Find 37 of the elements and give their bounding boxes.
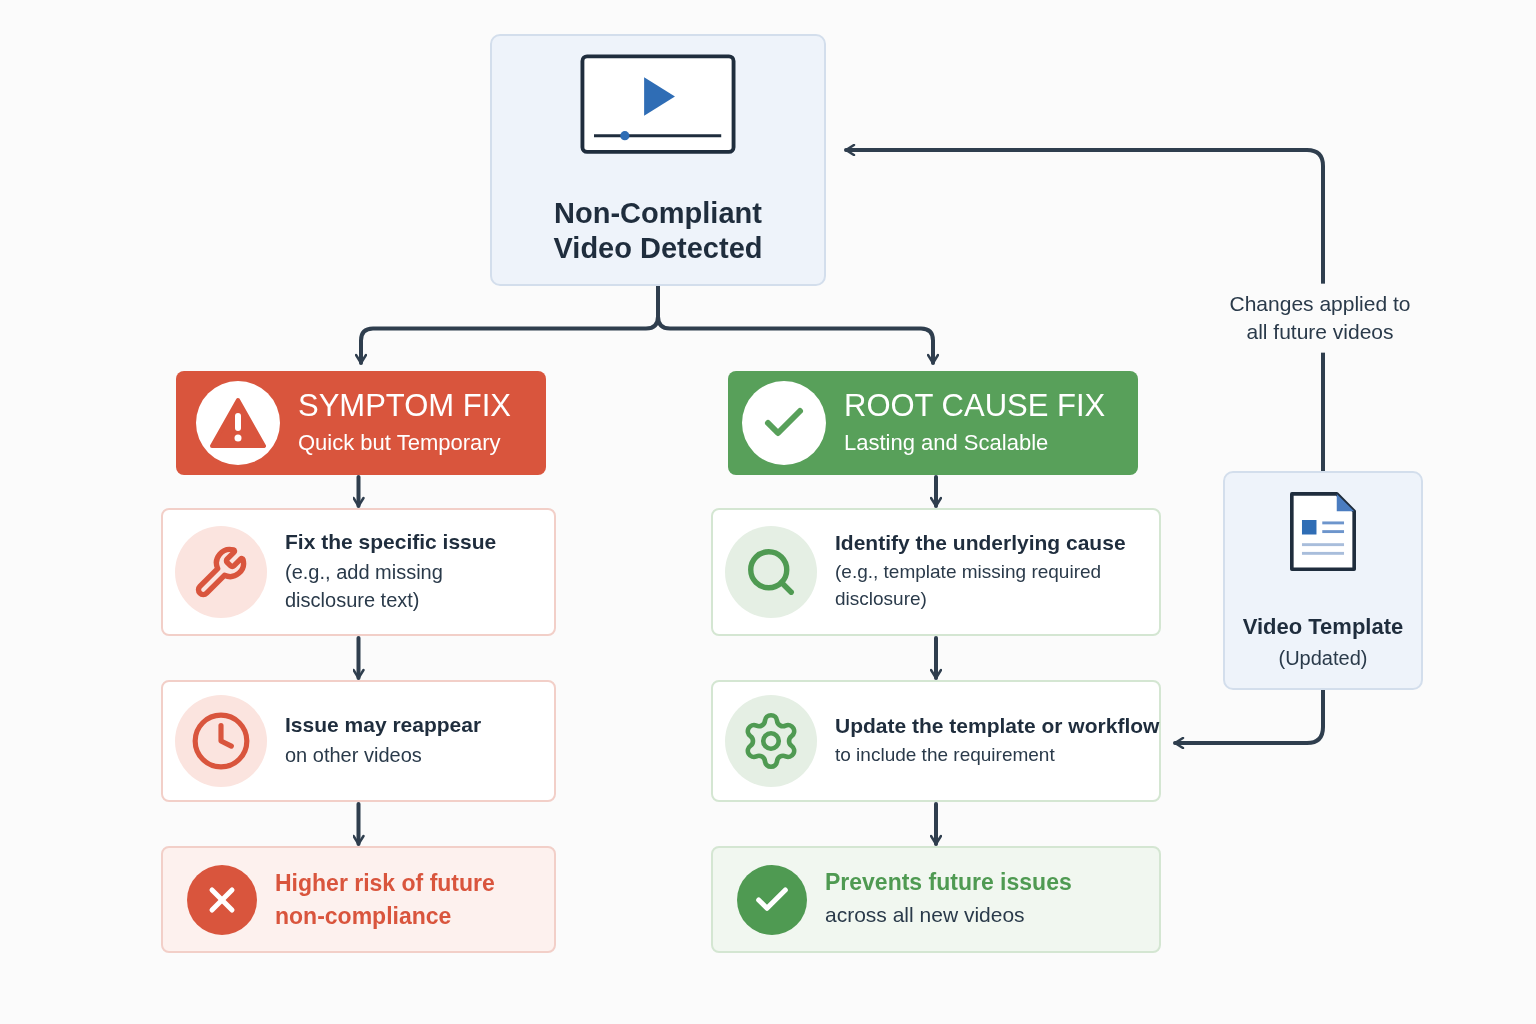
step-card [711, 680, 1161, 802]
header-title: SYMPTOM FIX [298, 387, 511, 424]
node-subtitle: to include the requirement [835, 742, 1056, 767]
node-subtitle: Lasting and Scalable [844, 428, 1049, 457]
node-subtitle: across all new videos [825, 902, 1025, 929]
arrow [352, 636, 365, 680]
arrow [1173, 688, 1325, 750]
arrow [929, 475, 943, 508]
step-title: Fix the specific issue [285, 530, 497, 554]
arrow [352, 475, 365, 508]
step-title: Issue may reappear [285, 713, 482, 737]
header-title: ROOT CAUSE FIX [844, 387, 1106, 424]
arrow [352, 802, 365, 846]
outcome-text: Higher risk of future non-compliance [275, 869, 496, 931]
start-box [490, 34, 826, 286]
outcome-card [161, 846, 556, 953]
template-box [1223, 471, 1423, 690]
step-title: Update the template or workflow [835, 713, 1160, 738]
step-title: Identify the underlying cause [835, 531, 1126, 556]
node-title: Video Template [1242, 614, 1404, 640]
header-banner [176, 371, 546, 475]
header-banner [728, 371, 1138, 475]
step-card [161, 680, 556, 802]
step-card [161, 508, 556, 636]
node-subtitle: (Updated) [1278, 646, 1368, 671]
node-subtitle: on other videos [285, 743, 423, 768]
arrow [929, 802, 943, 846]
node-subtitle: (e.g., add missing disclosure text) [285, 560, 444, 613]
step-card [711, 508, 1161, 636]
arrow [929, 636, 943, 680]
node-subtitle: (e.g., template missing required disclosure) [835, 560, 1103, 611]
node-subtitle: Quick but Temporary [298, 428, 501, 457]
arrow [844, 143, 1325, 473]
node-title: Non-Compliant Video Detected [552, 196, 764, 266]
arrow [656, 284, 940, 365]
outcome-card [711, 846, 1161, 953]
outcome-title: Prevents future issues [825, 869, 1072, 897]
